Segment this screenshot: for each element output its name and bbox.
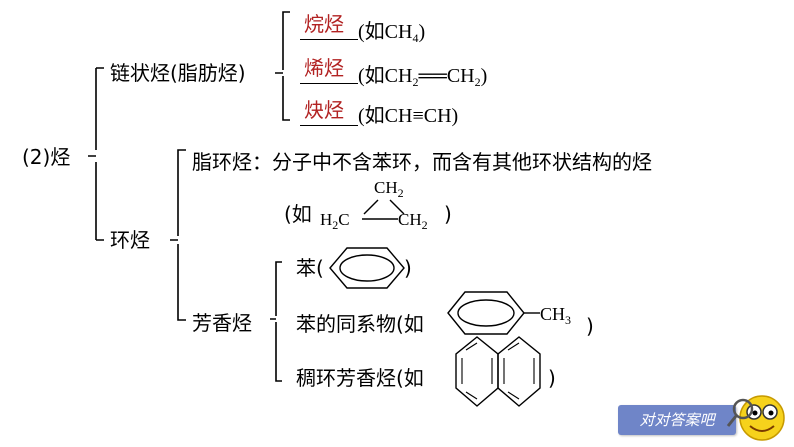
alkyne-answer: 炔烃: [304, 98, 344, 122]
benzene-label: 苯(: [296, 256, 324, 280]
check-answers-button[interactable]: 对对答案吧: [618, 405, 736, 435]
aromatic-label: 芳香烃: [192, 311, 252, 335]
ch2-right: CH2: [398, 210, 428, 232]
benzene-suffix: ): [404, 256, 412, 280]
alkane-example: (如CH4): [358, 21, 426, 45]
toluene-suffix: ): [586, 314, 594, 338]
toluene-label: 苯的同系物(如: [296, 312, 424, 336]
answer-blank-line: [300, 39, 358, 40]
alicyclic-definition: 脂环烃：分子中不含苯环，而含有其他环状结构的烃: [192, 150, 652, 174]
alkene-example: (如CH2══CH2): [358, 65, 488, 89]
naphthalene-label: 稠环芳香烃(如: [296, 366, 424, 390]
alkyne-example: (如CH≡CH): [358, 105, 459, 127]
chain-hydrocarbon-label: 链状烃(脂肪烃): [110, 61, 246, 85]
methyl-group: CH3: [540, 304, 572, 327]
cyclopropane-prefix: (如: [284, 202, 312, 226]
root-bracket: [88, 67, 104, 241]
alkene-answer: 烯烃: [304, 56, 344, 80]
answer-blank-line: [300, 83, 358, 84]
cyclopropane-suffix: ): [444, 202, 452, 226]
naphthalene-suffix: ): [548, 366, 556, 390]
answer-blank-line: [300, 125, 358, 126]
h2c-left: H2C: [320, 210, 350, 232]
chain-bracket: [275, 11, 290, 121]
alkane-answer: 烷烃: [304, 12, 344, 36]
ch2-top: CH2: [374, 178, 404, 200]
cyclic-hydrocarbon-label: 环烃: [110, 228, 150, 252]
cyclic-bracket: [170, 149, 186, 321]
root-label: (2)烃: [22, 145, 71, 169]
aromatic-bracket: [270, 261, 282, 382]
